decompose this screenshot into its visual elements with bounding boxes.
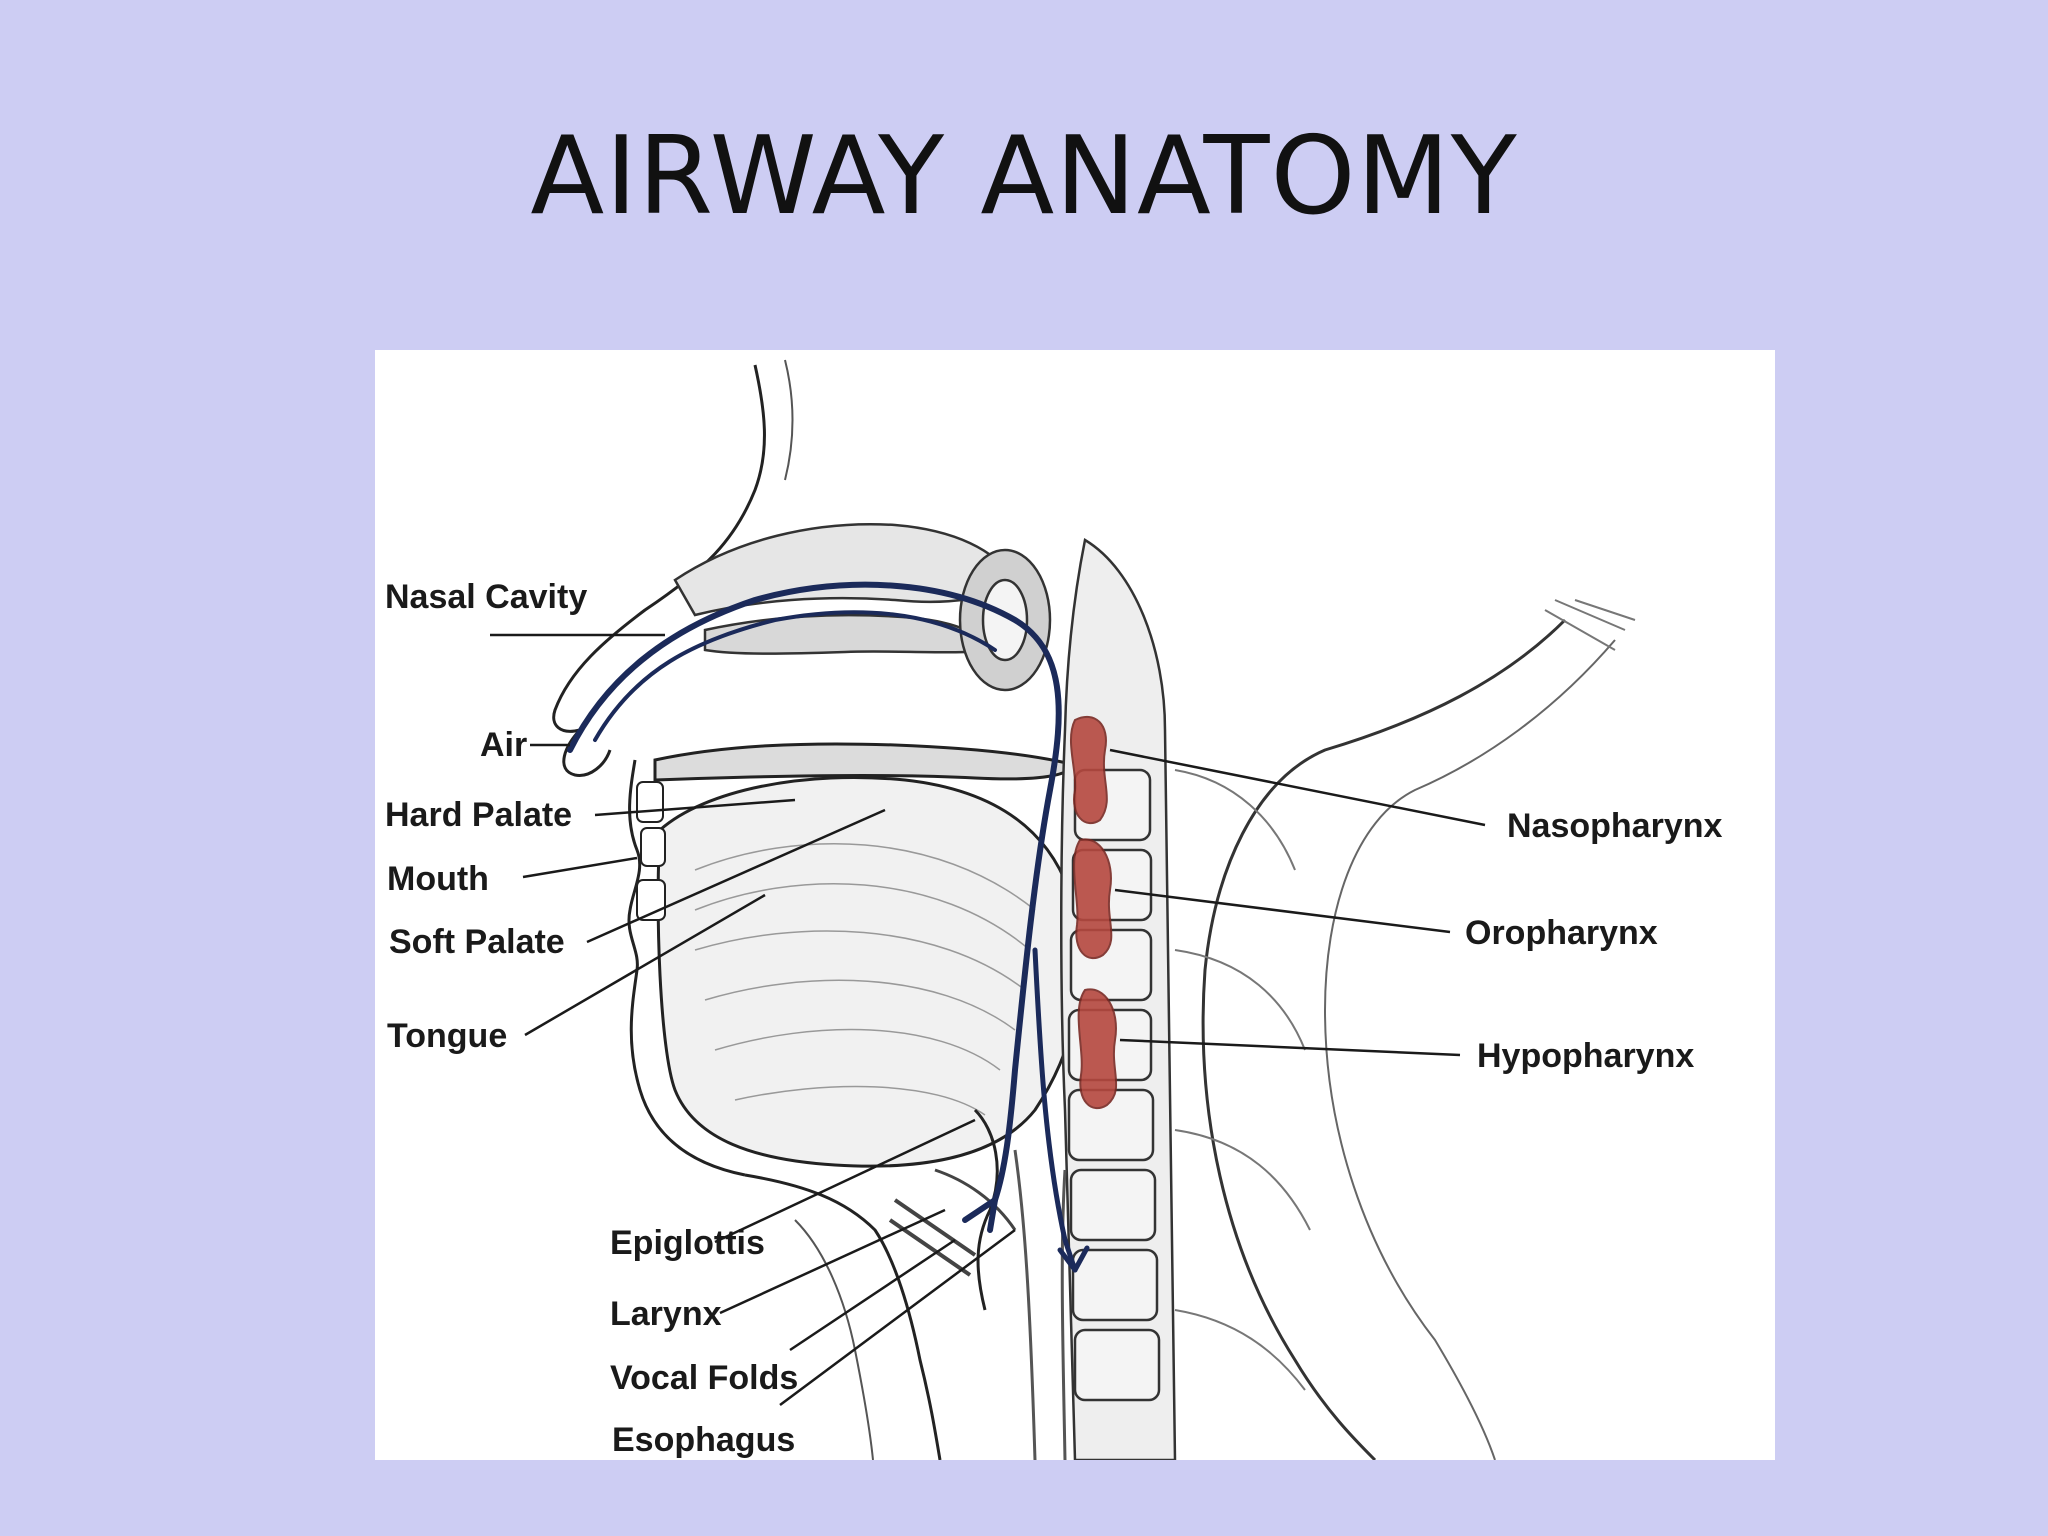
- anatomy-diagram: Nasal Cavity Air Hard Palate Mouth Soft …: [385, 359, 1722, 1460]
- leader-lines: [490, 633, 1486, 1407]
- page-title: AIRWAY ANATOMY: [530, 114, 1518, 239]
- palate: [653, 742, 1078, 782]
- label-esophagus: Esophagus: [612, 1421, 795, 1459]
- label-hypopharynx: Hypopharynx: [1477, 1037, 1694, 1075]
- leader-mouth: [522, 856, 638, 879]
- leader-vocal-folds: [789, 1238, 956, 1352]
- label-vocal-folds: Vocal Folds: [610, 1359, 798, 1397]
- airway-anatomy-illustration: Nasal Cavity Air Hard Palate Mouth Soft …: [375, 350, 1775, 1460]
- leader-hard-palate: [594, 798, 796, 817]
- leader-larynx: [719, 1208, 946, 1315]
- airflow-path: [567, 581, 1090, 1273]
- teeth: [636, 781, 666, 921]
- label-oropharynx: Oropharynx: [1465, 914, 1658, 952]
- label-mouth: Mouth: [387, 860, 489, 898]
- label-epiglottis: Epiglottis: [610, 1224, 765, 1262]
- leader-esophagus: [779, 1228, 1016, 1407]
- diagram-labels: Nasal Cavity Air Hard Palate Mouth Soft …: [385, 578, 1722, 1459]
- label-nasal-cavity: Nasal Cavity: [385, 578, 587, 616]
- label-air: Air: [480, 726, 527, 764]
- tongue: [656, 775, 1083, 1168]
- neck-outline: [1201, 599, 1636, 1460]
- label-nasopharynx: Nasopharynx: [1507, 807, 1722, 845]
- label-hard-palate: Hard Palate: [385, 796, 572, 834]
- leader-epiglottis: [714, 1118, 976, 1244]
- leader-soft-palate: [586, 808, 886, 944]
- hypopharynx-region: [1077, 988, 1118, 1110]
- leader-hypopharynx: [1119, 1038, 1461, 1057]
- leader-nasopharynx: [1109, 748, 1486, 827]
- label-tongue: Tongue: [387, 1017, 507, 1055]
- leader-oropharynx: [1114, 888, 1451, 934]
- label-larynx: Larynx: [610, 1295, 722, 1333]
- oropharynx-region: [1073, 838, 1113, 960]
- leader-tongue: [524, 893, 766, 1037]
- label-soft-palate: Soft Palate: [389, 923, 565, 961]
- nasopharynx-region: [1070, 715, 1108, 825]
- pharynx-regions: [1070, 715, 1118, 1110]
